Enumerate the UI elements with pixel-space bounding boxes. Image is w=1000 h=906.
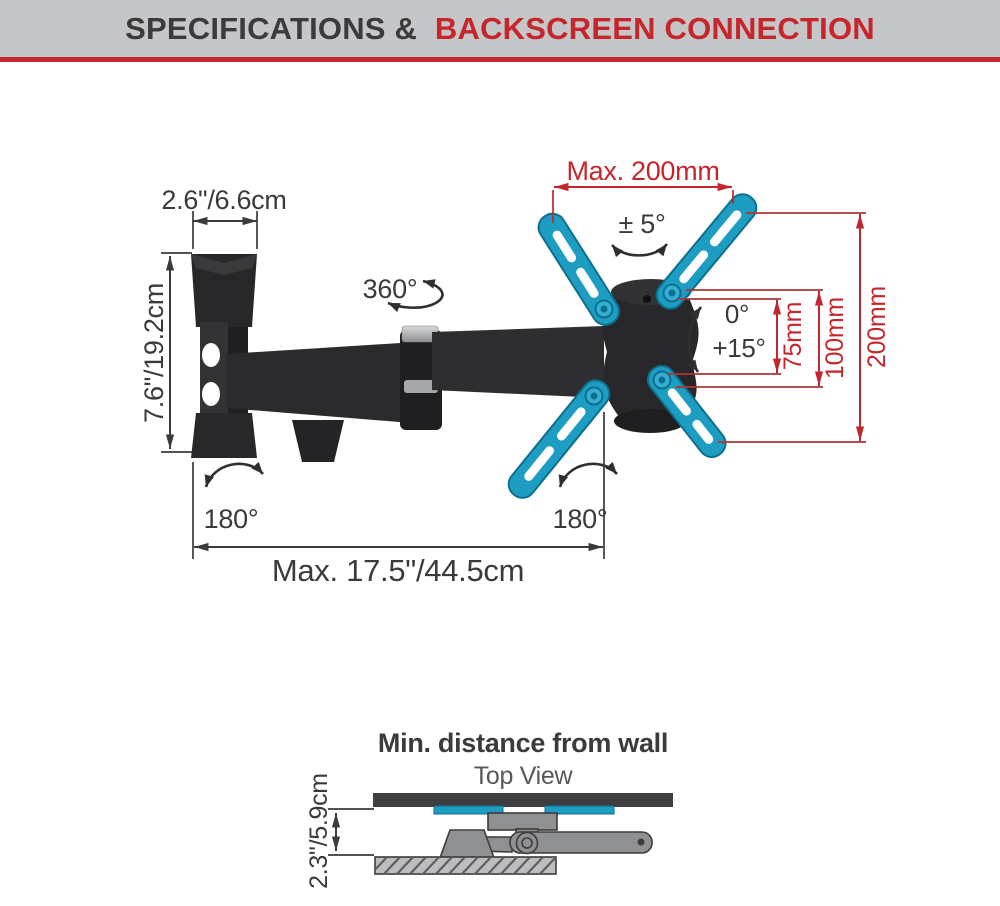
vesa-pin [594, 299, 614, 319]
wall-section [374, 856, 557, 875]
arm-segment-1 [226, 342, 424, 424]
rotation-180-screen-arrow-icon [558, 461, 618, 488]
pivot-joint-side [515, 831, 539, 855]
level-adjust-label: ± 5° [619, 209, 666, 239]
page-title: SPECIFICATIONS & BACKSCREEN CONNECTION [125, 11, 875, 47]
vesa-arm-upper-right [655, 193, 758, 310]
header-banner: SPECIFICATIONS & BACKSCREEN CONNECTION [0, 0, 1000, 62]
arm-bar-side [509, 831, 653, 854]
swivel-360: 360° [363, 274, 444, 313]
elbow-lower-ring [404, 380, 438, 393]
vesa-arm-slot [576, 267, 599, 298]
plate-height-label: 7.6"/19.2cm [139, 283, 169, 423]
swivel-360-label: 360° [363, 274, 418, 304]
dim-vesa-max-width: Max. 200mm [552, 156, 734, 223]
pivot-hole [521, 837, 533, 849]
vesa-arm-lower-left [507, 379, 611, 499]
vesa-pin [662, 283, 682, 303]
vesa-arm-slot [524, 446, 555, 481]
level-adjust-arrow-icon [611, 243, 669, 258]
swivel-180-screen-label: 180° [553, 504, 608, 534]
vesa-hub-bottom-cap [614, 409, 686, 433]
vesa-pin [584, 386, 604, 406]
vesa-pin [652, 370, 672, 390]
vesa-arm-lower-right [646, 364, 727, 458]
swivel-180-screen: 180° [553, 461, 618, 534]
page-title-backscreen: BACKSCREEN CONNECTION [434, 10, 875, 46]
vesa-200-label: 200mm [863, 286, 891, 368]
vesa-max-width-label: Max. 200mm [566, 156, 719, 186]
swivel-180-wall: 180° [204, 461, 264, 534]
vesa-arm-pins [584, 283, 682, 406]
top-view-label: Top View [474, 762, 574, 790]
wall-bracket-side [438, 829, 496, 859]
page-title-specifications: SPECIFICATIONS & [125, 10, 418, 46]
cable-clip [292, 420, 344, 462]
wall-plate-top-bevel [191, 254, 257, 275]
wall-plate-cutout-lower [202, 382, 220, 406]
dim-plate-height: 7.6"/19.2cm [139, 252, 192, 453]
vesa-arm-slot [667, 388, 691, 416]
swivel-180-wall-label: 180° [204, 504, 259, 534]
vesa-arm-slot [557, 407, 586, 441]
dim-vesa-100: 100mm [676, 289, 849, 388]
dim-wall-distance: 2.3"/5.9cm [305, 773, 374, 889]
arm-end-hole [637, 838, 645, 846]
wall-plate [191, 254, 257, 458]
vesa-arm-upper-left [537, 212, 621, 326]
wall-plate-cutout-upper [202, 343, 220, 367]
vesa-arm-slot [679, 250, 709, 284]
wall-distance-label: 2.3"/5.9cm [305, 773, 333, 889]
vesa-strip-right [544, 805, 615, 815]
min-distance-title: Min. distance from wall [378, 728, 668, 758]
articulating-arm [226, 325, 604, 462]
rotation-180-wall-arrow-icon [204, 461, 264, 488]
tilt-15-label: +15° [712, 333, 765, 363]
tilt-arrow-icon [687, 306, 703, 373]
plate-width-label: 2.6"/6.6cm [161, 185, 286, 215]
vesa-plate-side [487, 812, 558, 831]
level-adjust: ± 5° [611, 209, 669, 258]
vesa-arm-slot [552, 230, 577, 263]
wall-plate-top-cap [191, 254, 257, 327]
mount-side-view [373, 793, 673, 875]
tv-screen-bar [373, 793, 673, 807]
dim-max-extension: Max. 17.5"/44.5cm [192, 412, 605, 588]
wall-hatching [375, 857, 556, 874]
arm-segment-2 [432, 326, 604, 398]
tilt-0-label: 0° [725, 299, 749, 329]
rotation-360-arrow-icon [387, 279, 444, 313]
dim-plate-width: 2.6"/6.6cm [161, 185, 287, 249]
tilt-adjust: 0° +15° [687, 299, 766, 373]
max-extension-label: Max. 17.5"/44.5cm [272, 553, 524, 588]
vesa-100-label: 100mm [821, 297, 849, 379]
min-distance-section: Min. distance from wall Top View [305, 728, 673, 889]
dim-vesa-75: 75mm [668, 298, 807, 375]
dim-vesa-200: 200mm [718, 212, 891, 443]
vesa-arm-slot [692, 419, 714, 444]
wall-plate-bottom-cap [191, 413, 257, 458]
vesa-hub-screw [643, 295, 651, 303]
vesa-75-label: 75mm [779, 302, 807, 370]
vesa-arm-slot [709, 210, 742, 247]
vesa-strip-left [433, 805, 504, 815]
